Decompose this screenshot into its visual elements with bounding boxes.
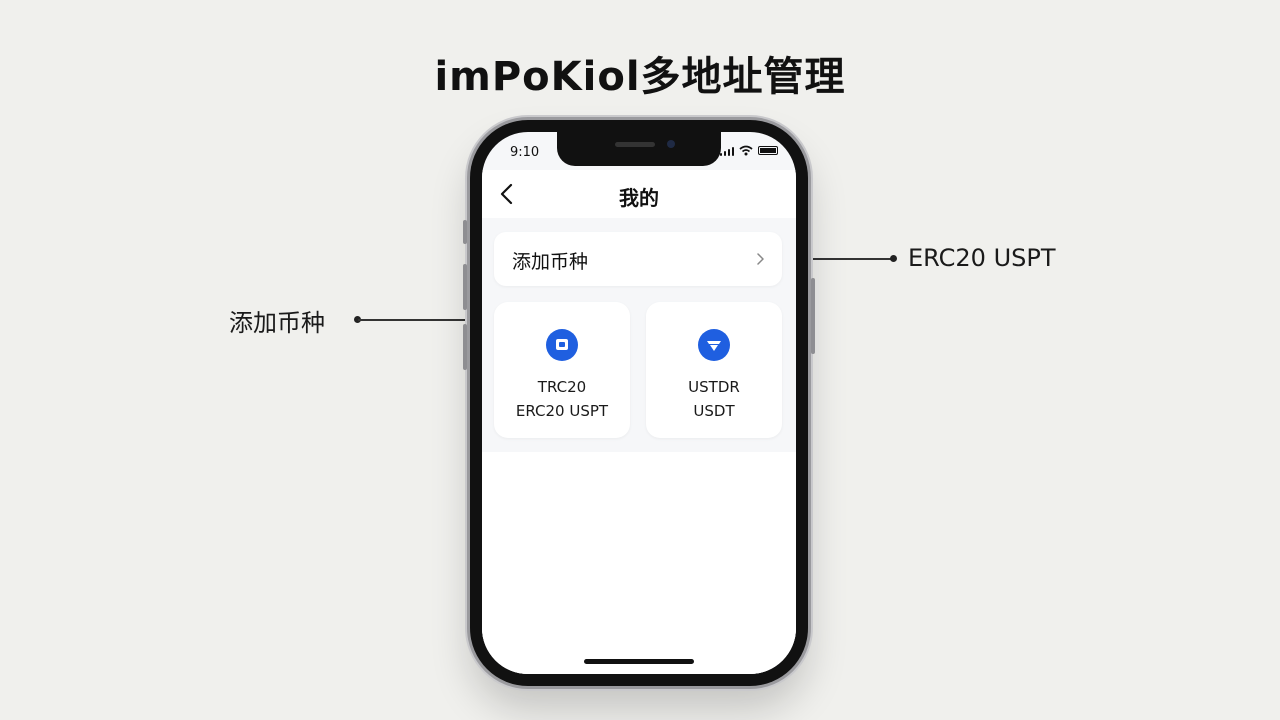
wifi-icon	[739, 145, 753, 156]
speaker	[615, 142, 655, 147]
status-time: 9:10	[510, 145, 540, 160]
nav-bar: 我的	[482, 170, 796, 218]
coin-card-line2: USDT	[693, 402, 735, 420]
nav-title: 我的	[619, 186, 659, 210]
camera	[667, 140, 675, 148]
phone-screen: 9:10 我的 添加币种	[482, 132, 796, 674]
side-button-volume-up	[463, 264, 467, 310]
side-button-power	[811, 278, 815, 354]
shield-coin-icon	[698, 329, 730, 361]
callout-right-line	[786, 258, 894, 260]
home-indicator[interactable]	[584, 659, 694, 664]
side-button-mute	[463, 220, 467, 244]
square-coin-icon	[546, 329, 578, 361]
notch	[557, 132, 721, 166]
add-coin-label: 添加币种	[512, 251, 589, 273]
add-coin-row[interactable]: 添加币种	[494, 232, 782, 286]
chevron-left-icon[interactable]	[496, 182, 520, 206]
side-button-volume-down	[463, 324, 467, 370]
status-icons	[719, 145, 778, 156]
callout-right-label: ERC20 USPT	[908, 244, 1056, 272]
chevron-right-icon	[757, 253, 764, 265]
signal-icon	[719, 146, 734, 156]
coin-card-line1: USTDR	[688, 378, 740, 396]
coin-card-line2: ERC20 USPT	[515, 402, 609, 420]
coin-card-trc20[interactable]: TRC20 ERC20 USPT	[494, 302, 630, 438]
callout-left-label: 添加币种	[229, 309, 325, 337]
screen-empty-area	[482, 452, 796, 674]
coin-card-ustdr[interactable]: USTDR USDT	[646, 302, 782, 438]
page-title: imPoKiol多地址管理	[434, 54, 846, 100]
callout-left-line	[358, 319, 512, 321]
callout-right-dot-end	[890, 255, 897, 262]
battery-icon	[758, 146, 778, 155]
coin-card-line1: TRC20	[537, 378, 587, 396]
phone-frame: 9:10 我的 添加币种	[463, 120, 815, 686]
callout-left-dot	[354, 316, 361, 323]
